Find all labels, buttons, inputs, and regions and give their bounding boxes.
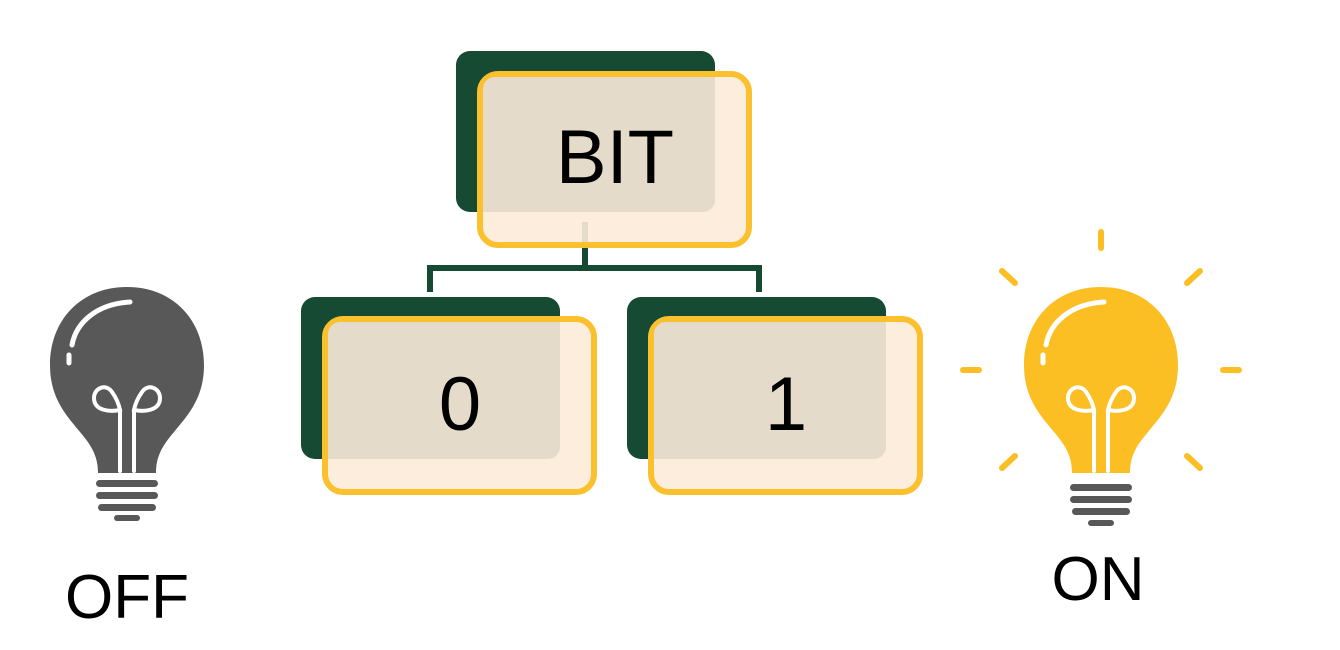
- root-node-overlap: [483, 77, 715, 212]
- root-node: BIT: [456, 51, 752, 248]
- light-rays-icon: [960, 229, 1242, 471]
- root-node-label: BIT: [556, 115, 674, 200]
- on-caption: ON: [1052, 545, 1145, 614]
- child-node-1: 1: [627, 297, 923, 495]
- child-node-0-overlap: [328, 322, 560, 459]
- child-node-1-overlap: [654, 322, 886, 459]
- child-node-0-label: 0: [439, 362, 481, 447]
- lightbulb-off-icon: [50, 287, 204, 521]
- child-node-1-label: 1: [765, 362, 807, 447]
- lightbulb-on-icon: [960, 229, 1242, 526]
- child-node-0: 0: [301, 297, 597, 495]
- off-caption: OFF: [65, 563, 189, 632]
